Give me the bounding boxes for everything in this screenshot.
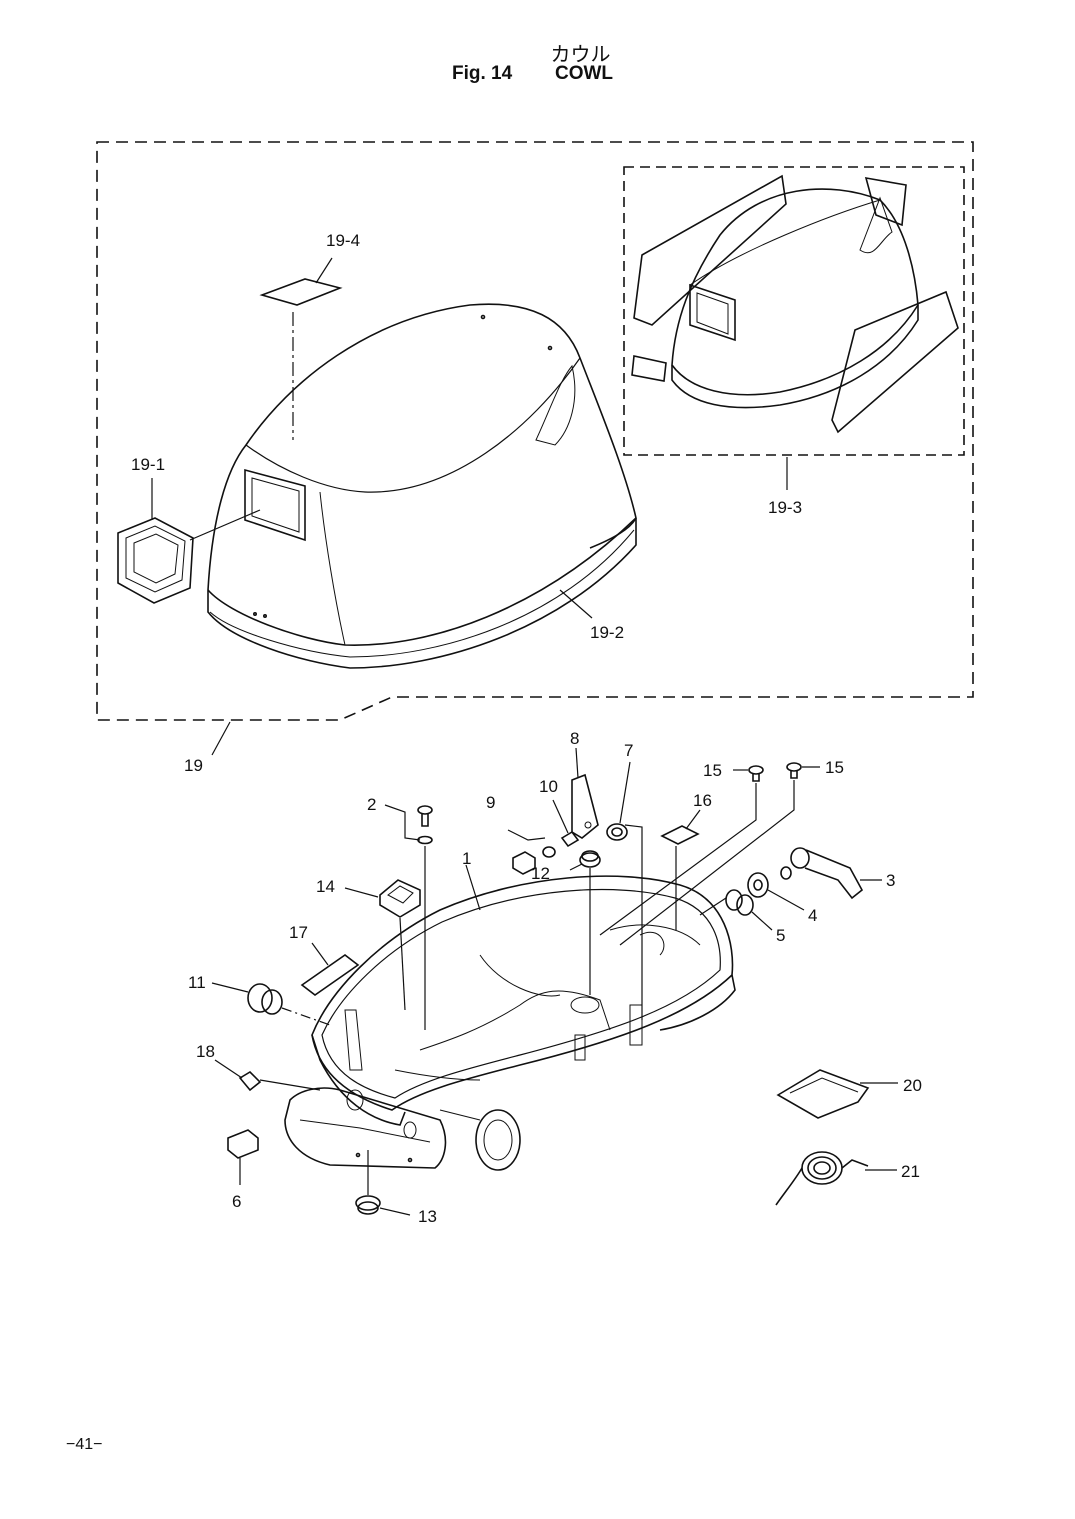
callout-18: 18 <box>196 1042 215 1061</box>
cap-14 <box>379 879 421 918</box>
callout-13: 13 <box>418 1207 437 1226</box>
leader-9 <box>507 829 546 841</box>
assembly-19-boundary <box>96 141 974 721</box>
leader-15-left-down <box>599 783 757 936</box>
leader-4 <box>767 889 805 911</box>
leader-19-2 <box>559 589 593 619</box>
callout-4: 4 <box>808 906 817 925</box>
washer-7 <box>606 823 628 841</box>
leader-8 <box>575 747 579 779</box>
grommet-13 <box>355 1195 381 1215</box>
leader-19 <box>211 721 231 756</box>
subtitle-japanese: カウル <box>550 42 611 66</box>
screw-2 <box>417 805 433 845</box>
callout-15-left: 15 <box>703 761 722 780</box>
leader-14-down <box>399 917 406 1011</box>
callout-19-3: 19-3 <box>768 498 802 517</box>
decal-16 <box>660 825 700 845</box>
leader-5 <box>751 911 773 931</box>
grommet-11 <box>247 983 283 1015</box>
leader-14 <box>344 887 379 898</box>
callout-19-2: 19-2 <box>590 623 624 642</box>
callout-12: 12 <box>531 864 550 883</box>
bolt-9 <box>512 846 556 875</box>
washer-4 <box>747 872 769 898</box>
leader-12 <box>569 863 583 871</box>
callout-11: 11 <box>188 973 206 992</box>
leader-15-right-down <box>619 780 795 946</box>
lever-3 <box>780 847 864 900</box>
callout-6: 6 <box>232 1192 241 1211</box>
leader-13 <box>379 1207 411 1216</box>
decal-18 <box>238 1070 262 1092</box>
grommet-12 <box>579 850 601 868</box>
leader-11 <box>211 982 249 993</box>
callout-21: 21 <box>901 1162 920 1181</box>
decal-17 <box>300 954 360 996</box>
callout-19-4: 19-4 <box>326 231 360 250</box>
leader-11-to-cowl <box>281 1007 331 1026</box>
callout-20: 20 <box>903 1076 922 1095</box>
screw-15-left <box>748 765 764 782</box>
callout-14: 14 <box>316 877 335 896</box>
bottom-cowl-1 <box>284 875 736 1171</box>
leader-19-1-to-cowl <box>189 509 261 541</box>
leader-10 <box>552 799 569 834</box>
figure-label: Fig. 14 <box>452 63 513 84</box>
callout-5: 5 <box>776 926 785 945</box>
figure-name: COWL <box>555 63 614 84</box>
lever-8 <box>571 773 599 839</box>
top-cowl-19-2 <box>207 303 637 669</box>
leader-18 <box>214 1059 243 1079</box>
callout-17: 17 <box>289 923 308 942</box>
callout-3: 3 <box>886 871 895 890</box>
leader-7-down <box>624 824 643 1020</box>
callout-16: 16 <box>693 791 712 810</box>
screw-15-right <box>786 762 802 779</box>
callout-10: 10 <box>539 777 558 796</box>
callout-9: 9 <box>486 793 495 812</box>
leader-17 <box>311 942 329 966</box>
callout-7: 7 <box>624 741 633 760</box>
leader-16 <box>685 809 701 830</box>
callout-15-right: 15 <box>825 758 844 777</box>
bushing-5 <box>725 889 754 916</box>
leader-19-4 <box>315 257 333 284</box>
decal-set-19-3-boundary <box>623 166 965 456</box>
decal-19-4 <box>259 278 343 306</box>
leader-1 <box>465 864 481 911</box>
callout-19-1: 19-1 <box>131 455 165 474</box>
leader-7 <box>619 761 631 824</box>
callout-19: 19 <box>184 756 203 775</box>
callout-2: 2 <box>367 795 376 814</box>
plug-6 <box>227 1129 259 1159</box>
cowl-decal-illustration-19-3 <box>631 174 959 434</box>
leader-5-to-cowl <box>699 897 727 916</box>
leader-2 <box>384 804 421 841</box>
washer-10 <box>560 830 580 848</box>
callout-8: 8 <box>570 729 579 748</box>
callout-1: 1 <box>462 849 471 868</box>
leader-18-to-cowl <box>259 1079 321 1091</box>
page-number: −41− <box>66 1436 103 1453</box>
decal-20 <box>776 1069 870 1119</box>
spring-21 <box>775 1151 869 1206</box>
callout-labels: 19-4 19-1 19-2 19-3 19 1 2 3 4 5 6 7 8 9… <box>131 231 922 1226</box>
grommet-19-1 <box>117 517 194 604</box>
